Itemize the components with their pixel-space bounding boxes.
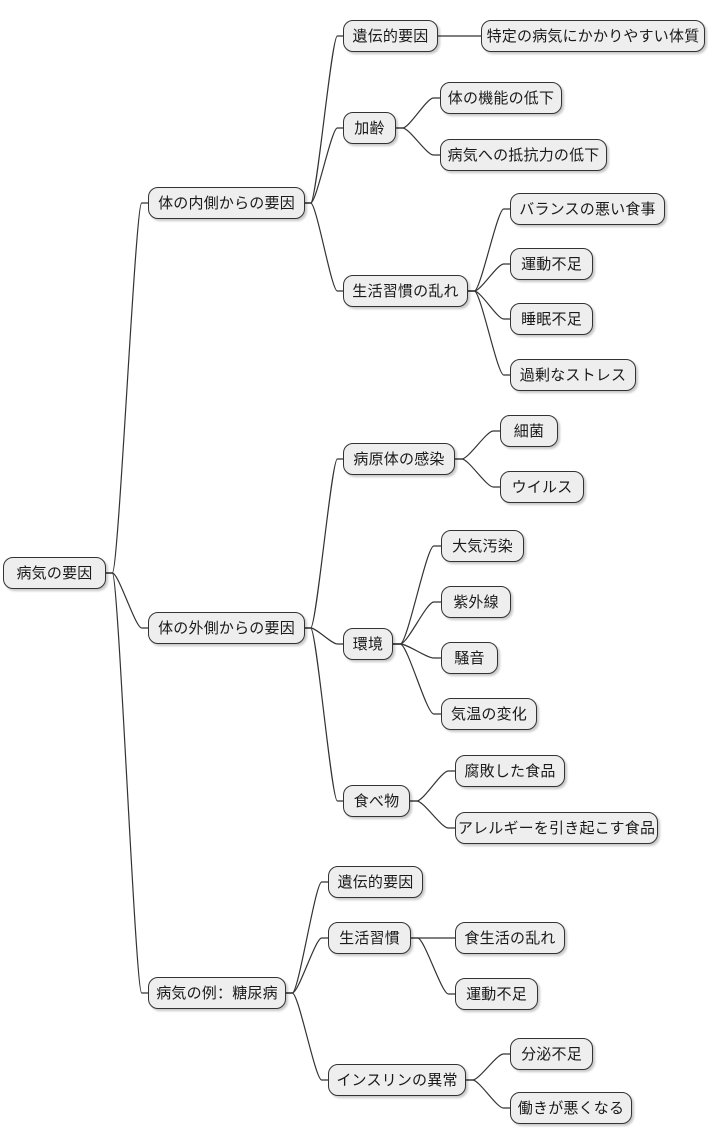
mindmap-node-ld-c2[interactable]: 運動不足 bbox=[510, 248, 593, 280]
mindmap-edge-inner-to-genetic bbox=[305, 35, 343, 204]
mindmap-node-outer[interactable]: 体の外側からの要因 bbox=[148, 612, 305, 644]
mindmap-node-label: 環境 bbox=[352, 634, 384, 653]
mindmap-edge-diabetes-to-db-lifestyle bbox=[286, 937, 328, 994]
mindmap-edge-pathogen-to-pat-c2 bbox=[455, 458, 500, 488]
mindmap-node-label: 食生活の乱れ bbox=[464, 928, 556, 947]
mindmap-node-label: 細菌 bbox=[513, 421, 545, 440]
mindmap-edge-db-insulin-to-dbi-c1 bbox=[466, 1053, 510, 1081]
mindmap-node-label: 運動不足 bbox=[521, 254, 582, 273]
mindmap-edge-outer-to-environment bbox=[305, 627, 343, 645]
mindmap-node-env-c3[interactable]: 騒音 bbox=[441, 642, 498, 674]
mindmap-node-label: インスリンの異常 bbox=[336, 1070, 458, 1089]
mindmap-edge-pathogen-to-pat-c1 bbox=[455, 430, 500, 460]
mindmap-node-label: 特定の病気にかかりやすい体質 bbox=[486, 26, 700, 45]
mindmap-node-db-lifestyle[interactable]: 生活習慣 bbox=[328, 922, 411, 954]
mindmap-node-ld-c4[interactable]: 過剰なストレス bbox=[510, 359, 636, 391]
mindmap-edge-root-to-outer bbox=[106, 572, 148, 629]
mindmap-node-label: 睡眠不足 bbox=[521, 309, 582, 328]
mindmap-node-env-c4[interactable]: 気温の変化 bbox=[441, 698, 537, 730]
mindmap-node-pat-c2[interactable]: ウイルス bbox=[500, 471, 584, 503]
mindmap-node-dbl-c1[interactable]: 食生活の乱れ bbox=[455, 922, 565, 954]
mindmap-node-root[interactable]: 病気の要因 bbox=[3, 557, 106, 589]
mindmap-edge-aging-to-aging-c2 bbox=[396, 127, 440, 156]
mindmap-edge-inner-to-aging bbox=[305, 127, 343, 204]
mindmap-node-label: 生活習慣の乱れ bbox=[352, 281, 459, 300]
mindmap-edge-environment-to-env-c4 bbox=[393, 643, 441, 715]
mindmap-edge-lifestyle-dis-to-ld-c3 bbox=[468, 290, 510, 320]
mindmap-node-pat-c1[interactable]: 細菌 bbox=[500, 415, 558, 447]
mindmap-node-label: 気温の変化 bbox=[451, 704, 528, 723]
mindmap-node-label: 分泌不足 bbox=[521, 1044, 582, 1063]
mindmap-edge-diabetes-to-db-insulin bbox=[286, 992, 328, 1081]
mindmap-edge-inner-to-lifestyle-dis bbox=[305, 202, 343, 292]
mindmap-node-env-c1[interactable]: 大気汚染 bbox=[441, 530, 524, 562]
mindmap-edge-lifestyle-dis-to-ld-c1 bbox=[468, 208, 510, 292]
mindmap-node-food[interactable]: 食べ物 bbox=[343, 785, 410, 817]
mindmap-node-lifestyle-dis[interactable]: 生活習慣の乱れ bbox=[343, 275, 468, 307]
mindmap-edge-environment-to-env-c1 bbox=[393, 545, 441, 645]
mindmap-edge-lifestyle-dis-to-ld-c2 bbox=[468, 263, 510, 292]
mindmap-node-genetic[interactable]: 遺伝的要因 bbox=[343, 20, 438, 52]
mindmap-edge-outer-to-food bbox=[305, 627, 343, 802]
mindmap-node-label: 病原体の感染 bbox=[353, 449, 445, 468]
mindmap-node-label: アレルギーを引き起こす食品 bbox=[457, 818, 656, 837]
mindmap-edge-food-to-food-c1 bbox=[410, 770, 455, 802]
mindmap-node-aging[interactable]: 加齢 bbox=[343, 112, 396, 144]
mindmap-node-label: 腐敗した食品 bbox=[464, 761, 556, 780]
mindmap-edge-aging-to-aging-c1 bbox=[396, 97, 440, 129]
mindmap-node-env-c2[interactable]: 紫外線 bbox=[441, 586, 511, 618]
mindmap-node-food-c1[interactable]: 腐敗した食品 bbox=[455, 755, 565, 787]
mindmap-edge-environment-to-env-c3 bbox=[393, 643, 441, 659]
mindmap-edge-db-insulin-to-dbi-c2 bbox=[466, 1079, 510, 1109]
mindmap-node-label: 遺伝的要因 bbox=[352, 26, 429, 45]
mindmap-node-label: 病気への抵抗力の低下 bbox=[447, 145, 600, 164]
mindmap-node-db-genetic[interactable]: 遺伝的要因 bbox=[328, 866, 423, 898]
mindmap-node-label: 食べ物 bbox=[353, 791, 400, 810]
mindmap-node-aging-c2[interactable]: 病気への抵抗力の低下 bbox=[440, 139, 607, 171]
mindmap-node-label: 病気の要因 bbox=[16, 563, 93, 582]
mindmap-node-label: 騒音 bbox=[454, 648, 485, 667]
mindmap-edge-root-to-diabetes bbox=[106, 572, 148, 994]
mindmap-edge-environment-to-env-c2 bbox=[393, 601, 441, 645]
mindmap-node-ld-c3[interactable]: 睡眠不足 bbox=[510, 303, 593, 335]
mindmap-edge-root-to-inner bbox=[106, 202, 148, 574]
mindmap-node-label: ウイルス bbox=[511, 477, 573, 496]
mindmap-node-label: 働きが悪くなる bbox=[517, 1098, 625, 1117]
mindmap-node-dbi-c1[interactable]: 分泌不足 bbox=[510, 1038, 593, 1070]
mindmap-node-aging-c1[interactable]: 体の機能の低下 bbox=[440, 82, 562, 114]
mindmap-node-label: 紫外線 bbox=[453, 592, 499, 611]
mindmap-node-label: バランスの悪い食事 bbox=[519, 199, 656, 218]
mindmap-node-inner[interactable]: 体の内側からの要因 bbox=[148, 187, 305, 219]
mindmap-node-genetic-c1[interactable]: 特定の病気にかかりやすい体質 bbox=[481, 20, 705, 52]
mindmap-edge-food-to-food-c2 bbox=[410, 800, 455, 829]
mindmap-node-label: 体の機能の低下 bbox=[447, 88, 555, 107]
mindmap-node-ld-c1[interactable]: バランスの悪い食事 bbox=[510, 193, 665, 225]
mindmap-edge-diabetes-to-db-genetic bbox=[286, 881, 328, 994]
mindmap-node-pathogen[interactable]: 病原体の感染 bbox=[343, 443, 455, 475]
mindmap-edge-outer-to-pathogen bbox=[305, 458, 343, 629]
mindmap-node-diabetes[interactable]: 病気の例：糖尿病 bbox=[148, 977, 286, 1009]
mindmap-node-food-c2[interactable]: アレルギーを引き起こす食品 bbox=[455, 812, 658, 844]
mindmap-edge-lifestyle-dis-to-ld-c4 bbox=[468, 290, 510, 376]
mindmap-node-label: 体の外側からの要因 bbox=[158, 618, 295, 637]
mindmap-node-label: 体の内側からの要因 bbox=[158, 193, 295, 212]
mindmap-node-environment[interactable]: 環境 bbox=[343, 628, 393, 660]
mindmap-node-label: 遺伝的要因 bbox=[337, 872, 414, 891]
mindmap-node-dbi-c2[interactable]: 働きが悪くなる bbox=[510, 1092, 632, 1124]
mindmap-node-label: 過剰なストレス bbox=[519, 365, 627, 384]
mindmap-node-label: 生活習慣 bbox=[339, 928, 400, 947]
mindmap-node-label: 病気の例：糖尿病 bbox=[156, 983, 278, 1002]
mindmap-node-label: 大気汚染 bbox=[452, 536, 513, 555]
mindmap-node-dbl-c2[interactable]: 運動不足 bbox=[455, 978, 538, 1010]
mindmap-edge-db-lifestyle-to-dbl-c2 bbox=[411, 937, 455, 995]
mindmap-node-label: 運動不足 bbox=[466, 984, 527, 1003]
mindmap-node-db-insulin[interactable]: インスリンの異常 bbox=[328, 1064, 466, 1096]
mindmap-node-label: 加齢 bbox=[354, 118, 385, 137]
